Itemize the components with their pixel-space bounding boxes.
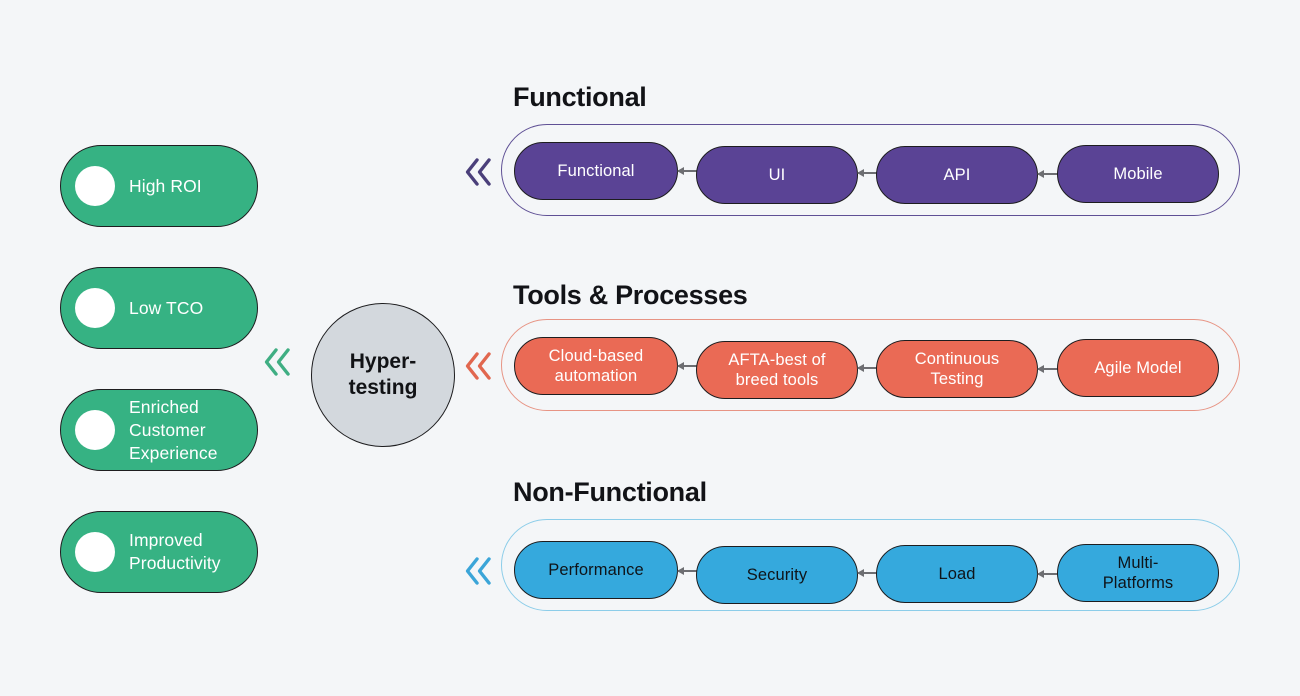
node-label: Functional: [557, 162, 635, 180]
connector-arrow: [1037, 569, 1058, 578]
node-label: Mobile: [1113, 165, 1163, 183]
node-label: Multi- Platforms: [1102, 554, 1174, 592]
group-container-non-functional: [501, 519, 1240, 611]
node-nonfunctional-load[interactable]: Load: [876, 545, 1038, 603]
benefit-bullet-icon: [75, 288, 115, 328]
chevron-left-green-icon: [263, 345, 293, 379]
hub-label: Hyper- testing: [348, 350, 418, 399]
node-tools-agile-model[interactable]: Agile Model: [1057, 339, 1219, 397]
group-title-functional: Functional: [513, 82, 647, 112]
node-nonfunctional-multi-platforms[interactable]: Multi- Platforms: [1057, 544, 1219, 602]
node-label: Security: [746, 566, 808, 584]
node-nonfunctional-security[interactable]: Security: [696, 546, 858, 604]
node-nonfunctional-performance[interactable]: Performance: [514, 541, 678, 599]
connector-arrow: [857, 363, 886, 372]
benefit-pill-enriched-customer-experience[interactable]: Enriched Customer Experience: [60, 389, 258, 471]
node-label: Cloud-based automation: [548, 347, 644, 385]
node-label: AFTA-best of breed tools: [728, 351, 826, 389]
group-container-functional: [501, 124, 1240, 216]
node-label: Performance: [548, 561, 644, 579]
benefit-bullet-icon: [75, 532, 115, 572]
benefit-pill-improved-productivity[interactable]: Improved Productivity: [60, 511, 258, 593]
benefit-label: High ROI: [129, 175, 202, 196]
node-functional-functional[interactable]: Functional: [514, 142, 678, 200]
chevron-left-purple-icon: [464, 155, 494, 189]
node-label: Continuous Testing: [914, 350, 1000, 388]
node-functional-ui[interactable]: UI: [696, 146, 858, 204]
node-tools-cloud-based-automation[interactable]: Cloud-based automation: [514, 337, 678, 395]
node-label: API: [943, 166, 971, 184]
node-label: UI: [768, 166, 786, 184]
benefit-label: Improved Productivity: [129, 530, 221, 573]
benefit-label: Enriched Customer Experience: [129, 396, 218, 463]
benefit-bullet-icon: [75, 166, 115, 206]
connector-arrow: [1037, 169, 1058, 178]
chevron-left-red-icon: [464, 349, 494, 383]
benefit-bullet-icon: [75, 410, 115, 450]
node-functional-api[interactable]: API: [876, 146, 1038, 204]
chevron-left-blue-icon: [464, 554, 494, 588]
node-tools-continuous-testing[interactable]: Continuous Testing: [876, 340, 1038, 398]
node-tools-afta-best-of-breed-tools[interactable]: AFTA-best of breed tools: [696, 341, 858, 399]
group-title-non-functional: Non-Functional: [513, 477, 707, 507]
connector-arrow: [677, 566, 706, 575]
node-label: Load: [938, 565, 976, 583]
benefit-pill-low-tco[interactable]: Low TCO: [60, 267, 258, 349]
benefit-label: Low TCO: [129, 297, 204, 318]
connector-arrow: [857, 568, 886, 577]
hub-circle-hyper-testing[interactable]: Hyper- testing: [311, 303, 455, 447]
group-container-tools-processes: [501, 319, 1240, 411]
group-title-tools-processes: Tools & Processes: [513, 280, 748, 310]
benefit-pill-high-roi[interactable]: High ROI: [60, 145, 258, 227]
connector-arrow: [677, 166, 706, 175]
connector-arrow: [677, 361, 706, 370]
node-functional-mobile[interactable]: Mobile: [1057, 145, 1219, 203]
connector-arrow: [857, 168, 886, 177]
node-label: Agile Model: [1094, 359, 1182, 377]
connector-arrow: [1037, 364, 1058, 373]
